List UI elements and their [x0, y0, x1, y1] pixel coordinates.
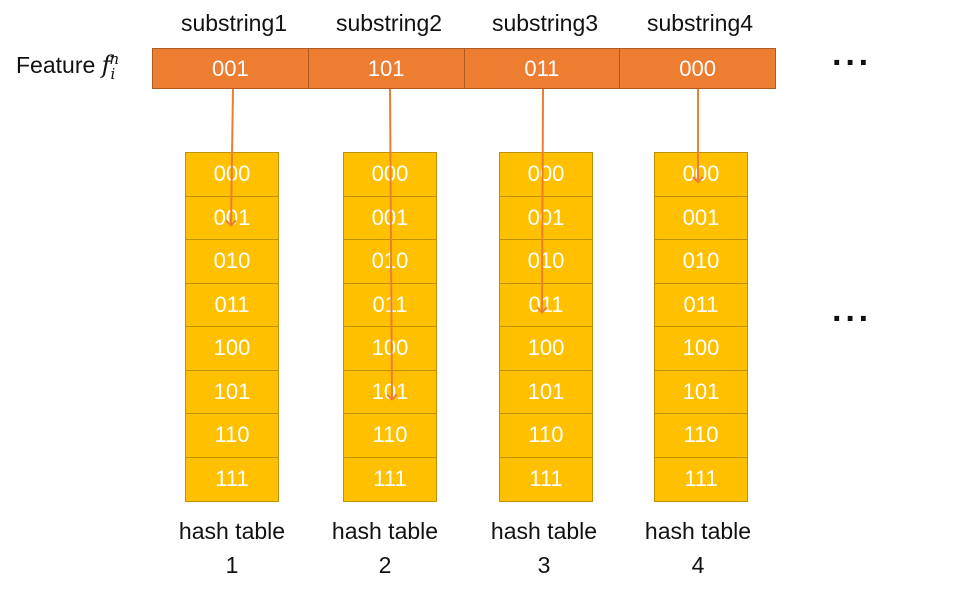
substring-label-3: substring3: [491, 10, 599, 36]
caption-line1: hash table: [178, 518, 286, 544]
bucket-100: 100: [344, 327, 436, 371]
ellipsis-middle: ···: [832, 300, 872, 338]
caption-line1: hash table: [490, 518, 598, 544]
bucket-011: 011: [500, 284, 592, 327]
bucket-010: 010: [186, 240, 278, 284]
bucket-010: 010: [655, 240, 747, 284]
feature-cell-4: 000: [679, 55, 716, 81]
caption-line1: hash table: [331, 518, 439, 544]
bucket-000: 000: [500, 153, 592, 197]
substring-label-1: substring1: [180, 10, 288, 36]
bucket-110: 110: [344, 414, 436, 458]
bucket-100: 100: [500, 327, 592, 371]
bucket-001: 001: [186, 197, 278, 240]
caption-line1: hash table: [644, 518, 752, 544]
feature-symbol: fin: [101, 50, 120, 83]
hash-table-caption-4: hash table 4: [623, 514, 773, 582]
hash-table-caption-1: hash table 1: [157, 514, 307, 582]
feature-cell-1: 001: [153, 49, 309, 88]
hash-table-caption-3: hash table 3: [469, 514, 619, 582]
feature-symbol-sub: i: [110, 64, 116, 83]
caption-line2: 3: [537, 552, 551, 578]
caption-line2: 1: [225, 552, 239, 578]
bucket-101: 101: [500, 371, 592, 414]
feature-symbol-sup: n: [109, 50, 120, 68]
bucket-001: 001: [655, 197, 747, 240]
caption-line2: 2: [378, 552, 392, 578]
feature-cell-3: 011: [465, 49, 621, 88]
feature-label-text: Feature: [16, 52, 96, 78]
bucket-000: 000: [186, 153, 278, 197]
bucket-111: 111: [215, 466, 249, 492]
bucket-000: 000: [655, 153, 747, 197]
bucket-011: 011: [655, 284, 747, 327]
substring-label-2: substring2: [335, 10, 443, 36]
feature-cell-2: 101: [309, 49, 465, 88]
bucket-111: 111: [529, 466, 563, 492]
caption-line2: 4: [691, 552, 705, 578]
bucket-011: 011: [344, 284, 436, 327]
feature-bar: 001 101 011 000: [152, 48, 776, 89]
bucket-000: 000: [344, 153, 436, 197]
bucket-011: 011: [186, 284, 278, 327]
bucket-111: 111: [684, 466, 718, 492]
feature-symbol-base: f: [101, 51, 111, 79]
bucket-100: 100: [655, 327, 747, 371]
bucket-110: 110: [500, 414, 592, 458]
feature-label: Feature fin: [16, 50, 119, 83]
bucket-001: 001: [344, 197, 436, 240]
bucket-101: 101: [186, 371, 278, 414]
substring-label-4: substring4: [646, 10, 754, 36]
bucket-100: 100: [186, 327, 278, 371]
bucket-010: 010: [500, 240, 592, 284]
bucket-001: 001: [500, 197, 592, 240]
bucket-101: 101: [655, 371, 747, 414]
bucket-101: 101: [344, 371, 436, 414]
bucket-111: 111: [373, 466, 407, 492]
bucket-010: 010: [344, 240, 436, 284]
bucket-110: 110: [186, 414, 278, 458]
hash-table-caption-2: hash table 2: [310, 514, 460, 582]
ellipsis-top: ···: [832, 44, 872, 82]
bucket-110: 110: [655, 414, 747, 458]
